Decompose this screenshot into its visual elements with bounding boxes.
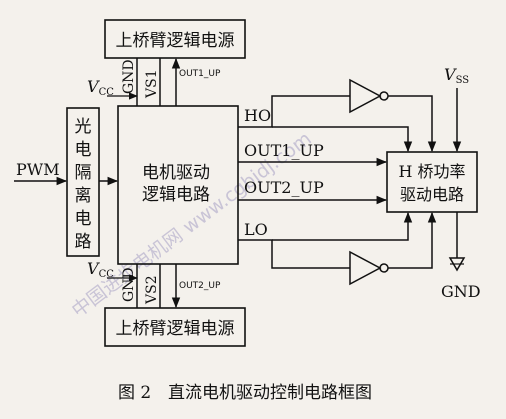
isolation-char: 离 xyxy=(75,186,92,206)
ho-label: HO xyxy=(244,106,271,125)
lo-inverter xyxy=(349,250,382,286)
isolation-char: 电 xyxy=(75,140,92,160)
figure-title: 直流电机驱动控制电路框图 xyxy=(168,383,372,403)
bottom-gnd-label: GND xyxy=(121,267,137,302)
bottom-logic-supply-label: 上桥臂逻辑电源 xyxy=(116,319,235,339)
power-label-line1: H 桥功率 xyxy=(398,162,465,181)
top-logic-supply-label: 上桥臂逻辑电源 xyxy=(116,31,235,51)
vss-label: VSS xyxy=(444,65,469,86)
lo-branch-wire xyxy=(272,211,413,241)
out2-up-label: OUT2_UP xyxy=(244,178,324,197)
top-out1up-small-label: OUT1_UP xyxy=(179,69,221,79)
logic-label-line1: 电机驱动 xyxy=(142,163,210,183)
isolation-char: 光 xyxy=(75,117,92,137)
bottom-out2up-small-label: OUT2_UP xyxy=(179,281,221,291)
isolation-char: 路 xyxy=(75,232,92,252)
ho-branch-wire xyxy=(272,126,413,153)
ho-wire xyxy=(238,95,350,128)
lo-wire xyxy=(238,239,350,269)
out1-up-label: OUT1_UP xyxy=(244,141,324,160)
top-vs1-label: VS1 xyxy=(144,69,160,99)
gnd-out-label: GND xyxy=(441,282,481,301)
vcc-top-label: VCC xyxy=(87,77,114,98)
pwm-label: PWM xyxy=(16,160,60,179)
logic-label-line2: 逻辑电路 xyxy=(142,185,210,205)
lo-inverter-out-wire xyxy=(388,211,437,269)
isolation-char: 电 xyxy=(75,209,92,229)
isolation-label: 光 电 隔 离 电 路 xyxy=(75,117,92,252)
ho-inverter-out-wire xyxy=(388,95,437,153)
top-gnd-label: GND xyxy=(121,59,137,94)
power-label-line2: 驱动电路 xyxy=(400,185,464,204)
ho-inverter xyxy=(349,78,382,114)
vcc-bottom-label: VCC xyxy=(87,259,114,280)
isolation-char: 隔 xyxy=(75,163,92,183)
figure-number: 图 2 xyxy=(118,383,151,403)
lo-label: LO xyxy=(244,220,268,239)
bottom-vs2-label: VS2 xyxy=(144,275,160,305)
